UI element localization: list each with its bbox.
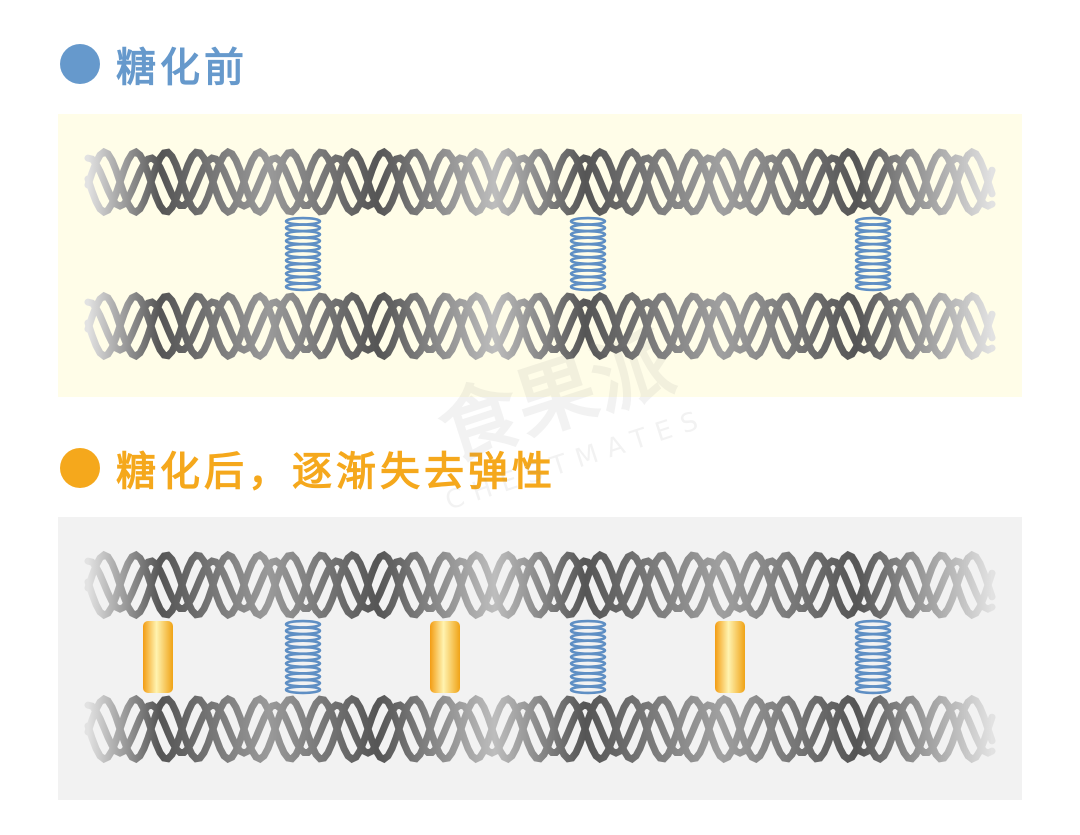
elastic-spring-crosslink <box>856 218 890 290</box>
glycation-crosslink <box>430 621 460 693</box>
section-title-after: 糖化后，逐渐失去弹性 <box>116 439 556 497</box>
collagen-diagram-after <box>58 517 1022 800</box>
elastic-spring-crosslink <box>571 218 605 290</box>
collagen-diagram-before <box>58 114 1022 397</box>
elastic-spring-crosslink <box>571 621 605 693</box>
section-title-before: 糖化前 <box>116 35 248 93</box>
collagen-panel-after <box>58 517 1022 800</box>
glycation-crosslink <box>715 621 745 693</box>
elastic-spring-crosslink <box>286 621 320 693</box>
elastic-spring-crosslink <box>286 218 320 290</box>
collagen-panel-before <box>58 114 1022 397</box>
elastic-spring-crosslink <box>856 621 890 693</box>
section-heading-after: 糖化后，逐渐失去弹性 <box>60 440 556 496</box>
glycation-crosslink <box>143 621 173 693</box>
blue-dot-icon <box>60 44 100 84</box>
orange-dot-icon <box>60 448 100 488</box>
section-heading-before: 糖化前 <box>60 36 248 92</box>
